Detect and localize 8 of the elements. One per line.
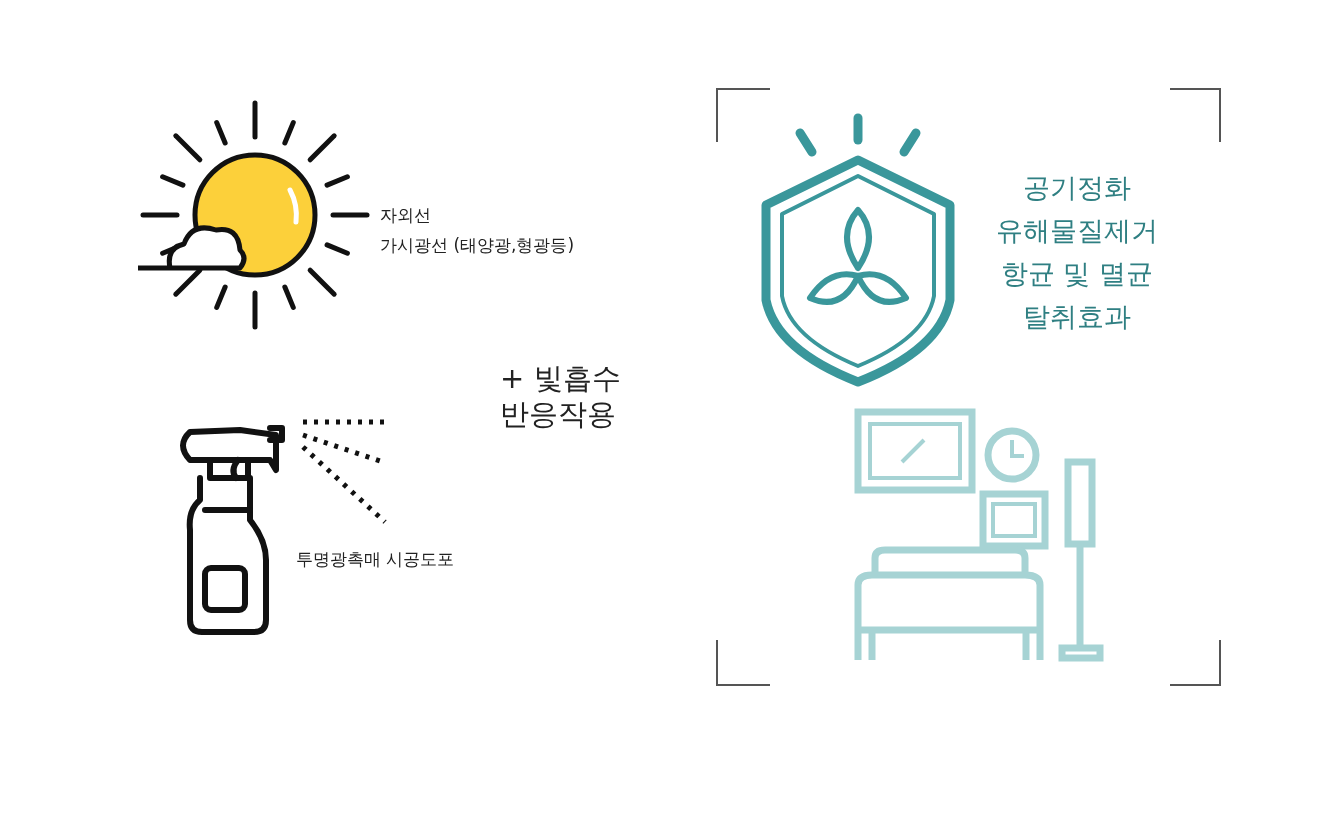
light-source-text: 자외선 xyxy=(380,204,431,227)
effect-text: 유해물질제거 xyxy=(996,214,1158,248)
reaction-text: + 빛흡수 반응작용 xyxy=(500,360,622,433)
light-source-text: 가시광선 (태양광,형광등) xyxy=(380,234,575,257)
effect-text: 탈취효과 xyxy=(1023,300,1131,334)
effect-text: 공기정화 xyxy=(1023,171,1131,205)
coating-text: 투명광촉매 시공도포 xyxy=(296,548,455,571)
effect-text: 항균 및 멸균 xyxy=(1000,257,1154,291)
